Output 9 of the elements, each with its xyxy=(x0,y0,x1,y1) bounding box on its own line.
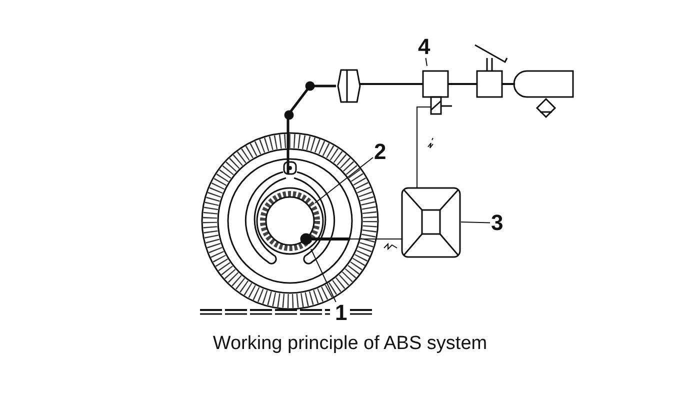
leader-line xyxy=(310,248,336,302)
leader-line xyxy=(460,222,490,224)
callout-number: 1 xyxy=(334,302,348,324)
caption: Working principle of ABS system xyxy=(212,333,488,355)
callout-number: 3 xyxy=(490,212,504,234)
leader-line xyxy=(425,58,428,66)
callout-number: 2 xyxy=(373,141,388,163)
callout-number: 4 xyxy=(417,36,432,58)
leader-line xyxy=(314,157,374,204)
